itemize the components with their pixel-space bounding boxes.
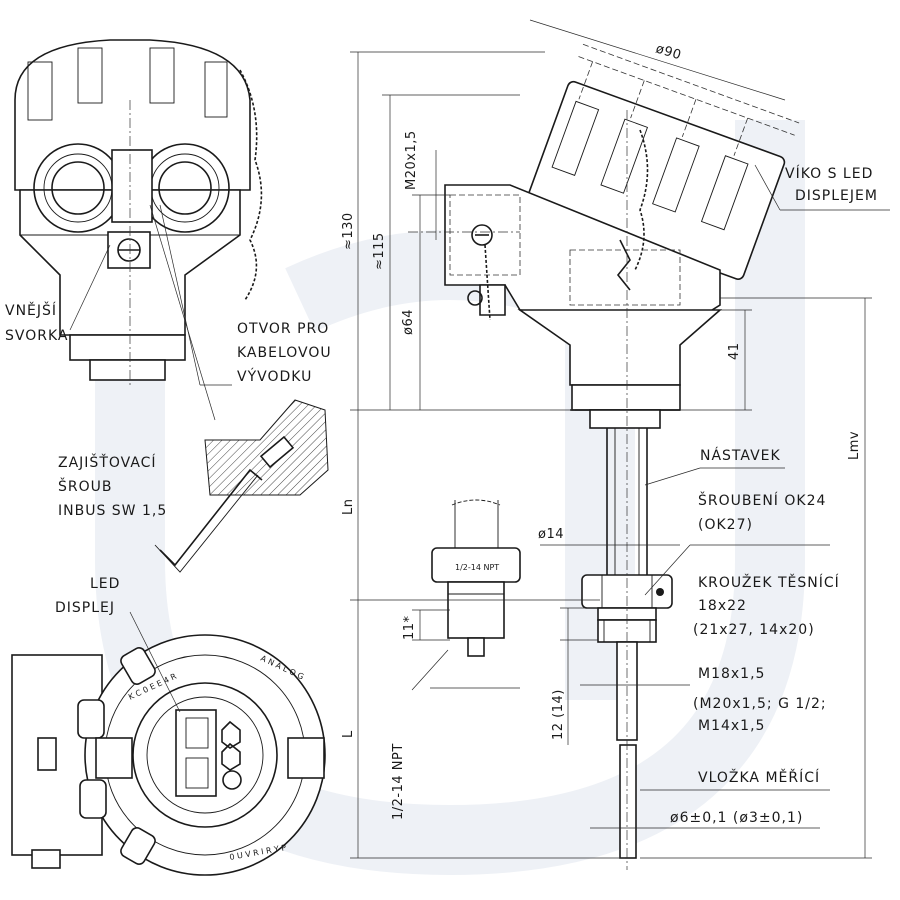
dim-d90: ø90 xyxy=(654,41,683,63)
label-sroubeni-2: (OK27) xyxy=(698,517,753,533)
label-krouzek-2: 18x22 xyxy=(698,598,747,614)
leader-lines xyxy=(640,164,890,791)
dim-h12: 12 (14) xyxy=(551,689,566,740)
dimension-texts: ø90 M20x1,5 ≈130 ≈115 ø64 41 Lmv Ln L ø1… xyxy=(341,41,862,820)
label-viko-2: DISPLEJEM xyxy=(795,188,878,204)
label-sroubeni-1: ŠROUBENÍ OK24 xyxy=(698,491,826,509)
head-front-view xyxy=(14,39,263,421)
dim-h115: ≈115 xyxy=(372,232,387,270)
dim-ln: Ln xyxy=(341,499,356,515)
label-vnejsi: VNĚJŠÍ xyxy=(5,301,57,319)
label-nastavek: NÁSTAVEK xyxy=(700,447,781,464)
label-otvor-2: KABELOVOU xyxy=(237,345,332,361)
dim-h130: ≈130 xyxy=(341,212,356,250)
locking-screw-detail xyxy=(154,399,329,573)
dimension-lines xyxy=(350,19,872,859)
label-zajistovaci-3: INBUS SW 1,5 xyxy=(58,503,167,519)
npt-fitting-view: 1/2-14 NPT xyxy=(431,499,521,657)
label-thread-2: (M20x1,5; G 1/2; xyxy=(693,696,827,712)
dim-h41: 41 xyxy=(727,342,742,360)
dim-h11: 11* xyxy=(402,615,417,640)
head-top-view: K C 0 E E 4 R A N A L O G 0 U V R I R Y … xyxy=(11,611,326,876)
label-thread-3: M14x1,5 xyxy=(698,718,765,734)
label-vlozka-diameter: ø6±0,1 (ø3±0,1) xyxy=(670,810,803,826)
label-otvor-1: OTVOR PRO xyxy=(237,321,329,337)
label-krouzek-3: (21x27, 14x20) xyxy=(693,622,815,638)
label-zajistovaci-1: ZAJIŠŤOVACÍ xyxy=(58,453,157,471)
label-svorka: SVORKA xyxy=(5,328,68,344)
dim-d14: ø14 xyxy=(538,527,564,542)
thermometer-side-view xyxy=(408,43,800,870)
npt-small-label: 1/2-14 NPT xyxy=(455,563,499,572)
label-viko-1: VÍKO S LED xyxy=(785,165,873,182)
label-otvor-3: VÝVODKU xyxy=(237,368,312,385)
dim-l: L xyxy=(341,730,356,738)
text-labels: VNĚJŠÍ SVORKA OTVOR PRO KABELOVOU VÝVODK… xyxy=(5,165,878,826)
dim-npt: 1/2-14 NPT xyxy=(391,743,406,820)
dim-d64: ø64 xyxy=(401,309,416,335)
label-krouzek-1: KROUŽEK TĚSNÍCÍ xyxy=(698,573,840,591)
label-led-2: DISPLEJ xyxy=(55,600,115,616)
label-vlozka: VLOŽKA MĚŘÍCÍ xyxy=(698,768,820,786)
label-led-1: LED xyxy=(90,576,120,592)
dim-m20: M20x1,5 xyxy=(404,130,419,190)
label-zajistovaci-2: ŠROUB xyxy=(58,477,113,495)
label-thread-1: M18x1,5 xyxy=(698,666,765,682)
dim-lmv: Lmv xyxy=(847,431,862,460)
